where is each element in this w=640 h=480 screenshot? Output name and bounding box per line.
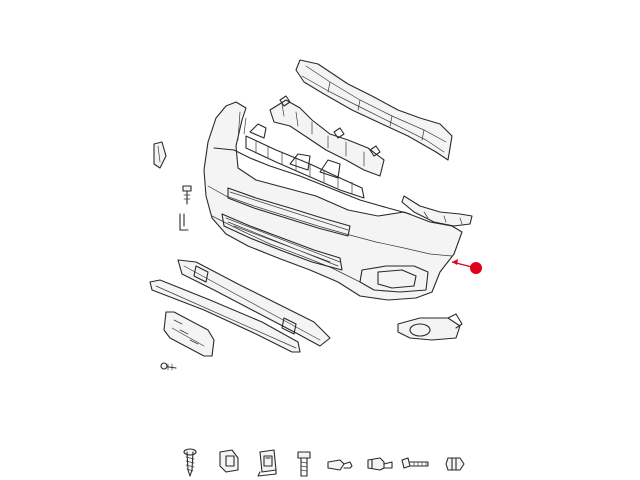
loose-screw-bottom — [160, 362, 177, 371]
clip-nut-icon[interactable] — [219, 449, 239, 473]
loose-clip-left — [179, 213, 189, 231]
bumper-upper-trim — [245, 123, 365, 199]
hex-bolt-icon[interactable] — [401, 457, 429, 469]
front-bumper-cover — [203, 101, 463, 301]
rivet-icon[interactable] — [327, 459, 353, 471]
fog-light-assembly — [397, 313, 463, 341]
fastener-legend — [183, 448, 465, 477]
loose-screw-top — [182, 185, 192, 205]
push-clip-icon[interactable] — [367, 457, 393, 471]
bumper-impact-absorber — [295, 59, 453, 161]
grommet-icon[interactable] — [445, 457, 465, 471]
fog-light-bezel — [359, 265, 429, 293]
bumper-side-molding-right — [401, 195, 473, 227]
callout-arrow — [451, 259, 482, 274]
screw-icon[interactable] — [183, 448, 197, 477]
tow-eye-cover — [153, 141, 167, 169]
bolt-icon[interactable] — [297, 451, 311, 477]
bumper-reinforcement-strip — [177, 259, 331, 347]
bumper-lower-spoiler — [149, 279, 301, 353]
bumper-upper-bracket — [269, 95, 385, 177]
callout-marker[interactable] — [470, 262, 482, 274]
spring-clip-icon[interactable] — [257, 449, 277, 477]
lower-grille — [221, 187, 351, 271]
license-plate-holder — [163, 311, 215, 357]
